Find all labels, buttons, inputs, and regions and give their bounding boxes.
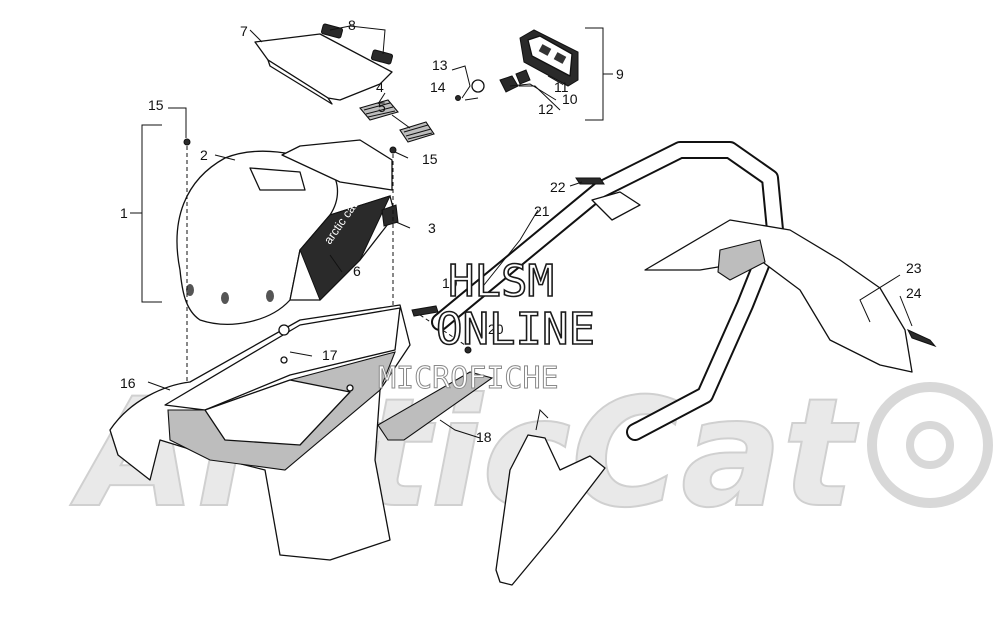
callout-4: 4 — [376, 79, 384, 95]
watermark-line-3: MICROFICHE — [378, 361, 559, 396]
callout-13: 13 — [432, 57, 448, 73]
callout-labels: 1 2 3 4 5 6 7 8 9 10 11 12 13 14 15 15 1… — [120, 17, 922, 445]
callout-20: 20 — [488, 321, 504, 337]
part-12-socket — [499, 75, 519, 93]
callout-11: 11 — [554, 79, 569, 95]
part-5-insert — [399, 121, 435, 143]
watermark-line-2: ONLINE — [436, 304, 595, 355]
part-13-14-grommet-screw — [451, 65, 485, 101]
part-16-rear-body — [109, 304, 411, 561]
part-22-bolt — [575, 177, 605, 185]
callout-9: 9 — [616, 66, 624, 82]
callout-18: 18 — [476, 429, 492, 445]
watermark-line-1: HLSM — [448, 256, 554, 307]
part-10-taillight — [519, 29, 579, 87]
callout-15-right: 15 — [422, 151, 438, 167]
callout-21: 21 — [534, 203, 550, 219]
callout-3: 3 — [428, 220, 436, 236]
callout-14: 14 — [430, 79, 446, 95]
callout-17: 17 — [322, 347, 338, 363]
callout-12: 12 — [538, 101, 554, 117]
callout-24: 24 — [906, 285, 922, 301]
callout-5: 5 — [378, 99, 386, 115]
part-7-rear-plate — [254, 33, 393, 105]
part-21-grab-bar — [431, 141, 784, 441]
part-19-20-hardware — [411, 305, 472, 354]
group-bracket-9 — [585, 27, 613, 121]
part-11-bulb — [515, 69, 531, 85]
callout-1: 1 — [120, 205, 128, 221]
part-8-clips — [320, 23, 394, 65]
part-6-decal — [299, 195, 391, 301]
callout-15-left: 15 — [148, 97, 164, 113]
watermark: HLSM ONLINE MICROFICHE — [378, 255, 596, 396]
callout-2: 2 — [200, 147, 208, 163]
part-3-strap — [381, 204, 399, 227]
callout-16: 16 — [120, 375, 136, 391]
callout-19: 19 — [442, 275, 458, 291]
callout-8: 8 — [348, 17, 356, 33]
callout-7: 7 — [240, 23, 248, 39]
group-bracket-1 — [130, 124, 162, 303]
part-23-rear-flap — [644, 219, 913, 373]
callout-6: 6 — [353, 263, 361, 279]
callout-10: 10 — [562, 91, 578, 107]
callout-22: 22 — [550, 179, 566, 195]
part-24-screw — [906, 328, 937, 348]
background-wheel — [867, 382, 993, 508]
part-18-side-rail — [377, 371, 606, 586]
part-15-screws — [183, 138, 397, 154]
part-2-seat: arctic cat — [176, 139, 396, 325]
leader-lines — [147, 25, 913, 439]
callout-23: 23 — [906, 260, 922, 276]
